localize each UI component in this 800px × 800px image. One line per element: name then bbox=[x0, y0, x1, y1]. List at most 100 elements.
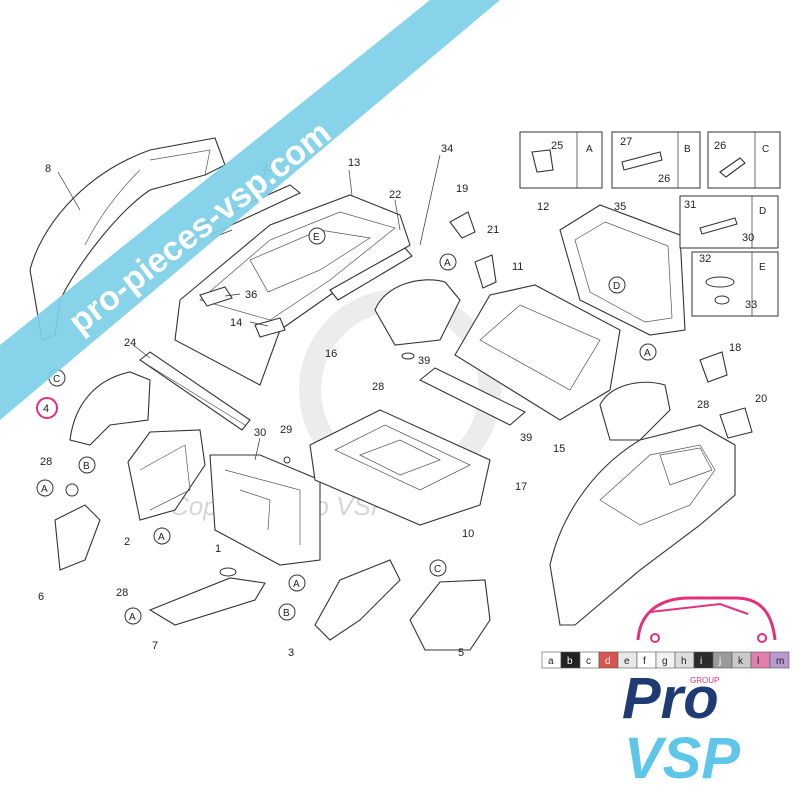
swatch-label-c: c bbox=[586, 656, 591, 667]
callout-6: 6 bbox=[38, 591, 44, 603]
callout-18: 18 bbox=[729, 342, 741, 354]
callout-2: 2 bbox=[124, 536, 130, 548]
callout-16: 16 bbox=[325, 348, 337, 360]
swatch-label-g: g bbox=[662, 656, 668, 667]
swatch-label-d: d bbox=[605, 656, 611, 667]
callout-28-lower: 28 bbox=[116, 587, 128, 599]
swatch-label-l: l bbox=[757, 656, 759, 667]
part-18-bracket: 18 bbox=[699, 342, 741, 383]
swatch-label-j: j bbox=[718, 656, 721, 667]
swatch-label-m: m bbox=[776, 656, 784, 667]
callout-28-right: 28 bbox=[697, 399, 709, 411]
marker-A-right: A bbox=[293, 579, 300, 590]
part-7-subframe: 28 A 7 bbox=[116, 567, 266, 652]
detail-box-C-letter: C bbox=[762, 144, 769, 155]
swatch-label-e: e bbox=[624, 656, 630, 667]
highlight-ring bbox=[36, 397, 58, 419]
marker-B-right: B bbox=[283, 608, 290, 619]
part-1-front-panel: 1 30 29 bbox=[209, 424, 321, 566]
callout-28-left: 28 bbox=[40, 456, 52, 468]
callout-29: 29 bbox=[280, 424, 292, 436]
detail-box-E-letter: E bbox=[759, 262, 766, 273]
part-24-cowl: 24 bbox=[124, 337, 251, 431]
detail-box-B: B 27 26 bbox=[611, 131, 701, 189]
callout-30: 30 bbox=[254, 427, 266, 439]
detail-box-B-part-top: 27 bbox=[620, 136, 632, 148]
callout-28-mid: 28 bbox=[372, 381, 384, 393]
callout-22: 22 bbox=[389, 189, 401, 201]
callout-1: 1 bbox=[215, 543, 221, 555]
callout-5: 5 bbox=[458, 647, 464, 659]
callout-20: 20 bbox=[755, 393, 767, 405]
swatch-l bbox=[750, 651, 771, 669]
part-19-bracket: 19 bbox=[449, 183, 476, 239]
part-17-crossmember: 17 39 bbox=[418, 367, 532, 493]
detail-box-A: A 25 bbox=[519, 131, 603, 189]
callout-35: 35 bbox=[614, 201, 626, 213]
marker-A-subframe: A bbox=[129, 612, 136, 623]
swatch-label-h: h bbox=[681, 656, 687, 667]
callout-39-mid: 39 bbox=[418, 355, 430, 367]
detail-box-B-part-bottom: 26 bbox=[658, 173, 670, 185]
swatch-label-k: k bbox=[738, 656, 744, 667]
swatch-label-a: a bbox=[548, 656, 554, 667]
marker-A-arch: A bbox=[444, 258, 451, 269]
swatch-m bbox=[769, 651, 790, 669]
callout-11: 11 bbox=[512, 261, 523, 273]
callout-36: 36 bbox=[245, 289, 257, 301]
marker-A-bracket: A bbox=[41, 484, 48, 495]
detail-box-A-part: 25 bbox=[551, 140, 563, 152]
part-12-rear-frame: 12 35 D bbox=[537, 201, 686, 336]
part-4-front-wing: C 4 bbox=[36, 369, 151, 446]
marker-C-right: C bbox=[434, 564, 441, 575]
callout-12: 12 bbox=[537, 201, 549, 213]
part-11-rear-floor: 11 bbox=[454, 261, 621, 421]
swatch-label-i: i bbox=[700, 656, 702, 667]
callout-7: 7 bbox=[152, 640, 158, 652]
callout-34-top: 34 bbox=[441, 143, 453, 155]
callout-13: 13 bbox=[348, 157, 360, 169]
part-3-inner-wing-right: A B 3 bbox=[278, 559, 401, 659]
part-15-rear-arch-right: 15 A 28 bbox=[553, 343, 709, 455]
callout-8: 8 bbox=[45, 163, 51, 175]
callout-24: 24 bbox=[124, 337, 136, 349]
detail-box-E-part-bottom: 33 bbox=[745, 299, 757, 311]
swatch-label-b: b bbox=[567, 656, 573, 667]
detail-box-D-part-left: 31 bbox=[684, 199, 696, 211]
part-2-inner-wing: 2 B A bbox=[78, 429, 206, 548]
part-10-floor: 10 bbox=[309, 409, 491, 540]
part-21-bracket: 21 bbox=[474, 224, 499, 289]
detail-box-C-part: 26 bbox=[714, 140, 726, 152]
marker-A-inner: A bbox=[158, 532, 165, 543]
marker-A-rear: A bbox=[644, 348, 651, 359]
detail-box-C: C 26 bbox=[707, 131, 781, 189]
part-6-bracket: 28 A 6 bbox=[36, 456, 101, 603]
detail-box-A-letter: A bbox=[586, 144, 593, 155]
callout-3: 3 bbox=[288, 647, 294, 659]
marker-C-wing: C bbox=[53, 374, 60, 385]
logo-pro: Pro bbox=[622, 666, 719, 731]
logo-vsp: VSP bbox=[624, 726, 740, 791]
detail-box-E-part-top: 32 bbox=[699, 253, 711, 265]
callout-10: 10 bbox=[462, 528, 474, 540]
part-16-rear-arch-left: 16 A 39 28 bbox=[325, 253, 461, 393]
logo-tag: GROUP bbox=[690, 676, 719, 685]
part-5-front-wing-right: C 5 bbox=[409, 559, 491, 659]
right-side-body-panel bbox=[549, 424, 736, 626]
marker-B-inner: B bbox=[83, 461, 90, 472]
callout-4: 4 bbox=[43, 403, 49, 415]
detail-box-E: E 32 33 bbox=[691, 251, 779, 317]
callout-21: 21 bbox=[487, 224, 499, 236]
marker-E-roof: E bbox=[313, 232, 320, 243]
callout-17: 17 bbox=[515, 481, 527, 493]
detail-box-D-letter: D bbox=[759, 206, 766, 217]
detail-box-D: D 31 30 bbox=[679, 195, 779, 249]
callout-19: 19 bbox=[456, 183, 468, 195]
callout-15: 15 bbox=[553, 443, 565, 455]
detail-box-D-part-right: 30 bbox=[742, 232, 754, 244]
callout-39-low: 39 bbox=[520, 432, 532, 444]
detail-box-B-letter: B bbox=[684, 144, 691, 155]
marker-D: D bbox=[613, 281, 620, 292]
